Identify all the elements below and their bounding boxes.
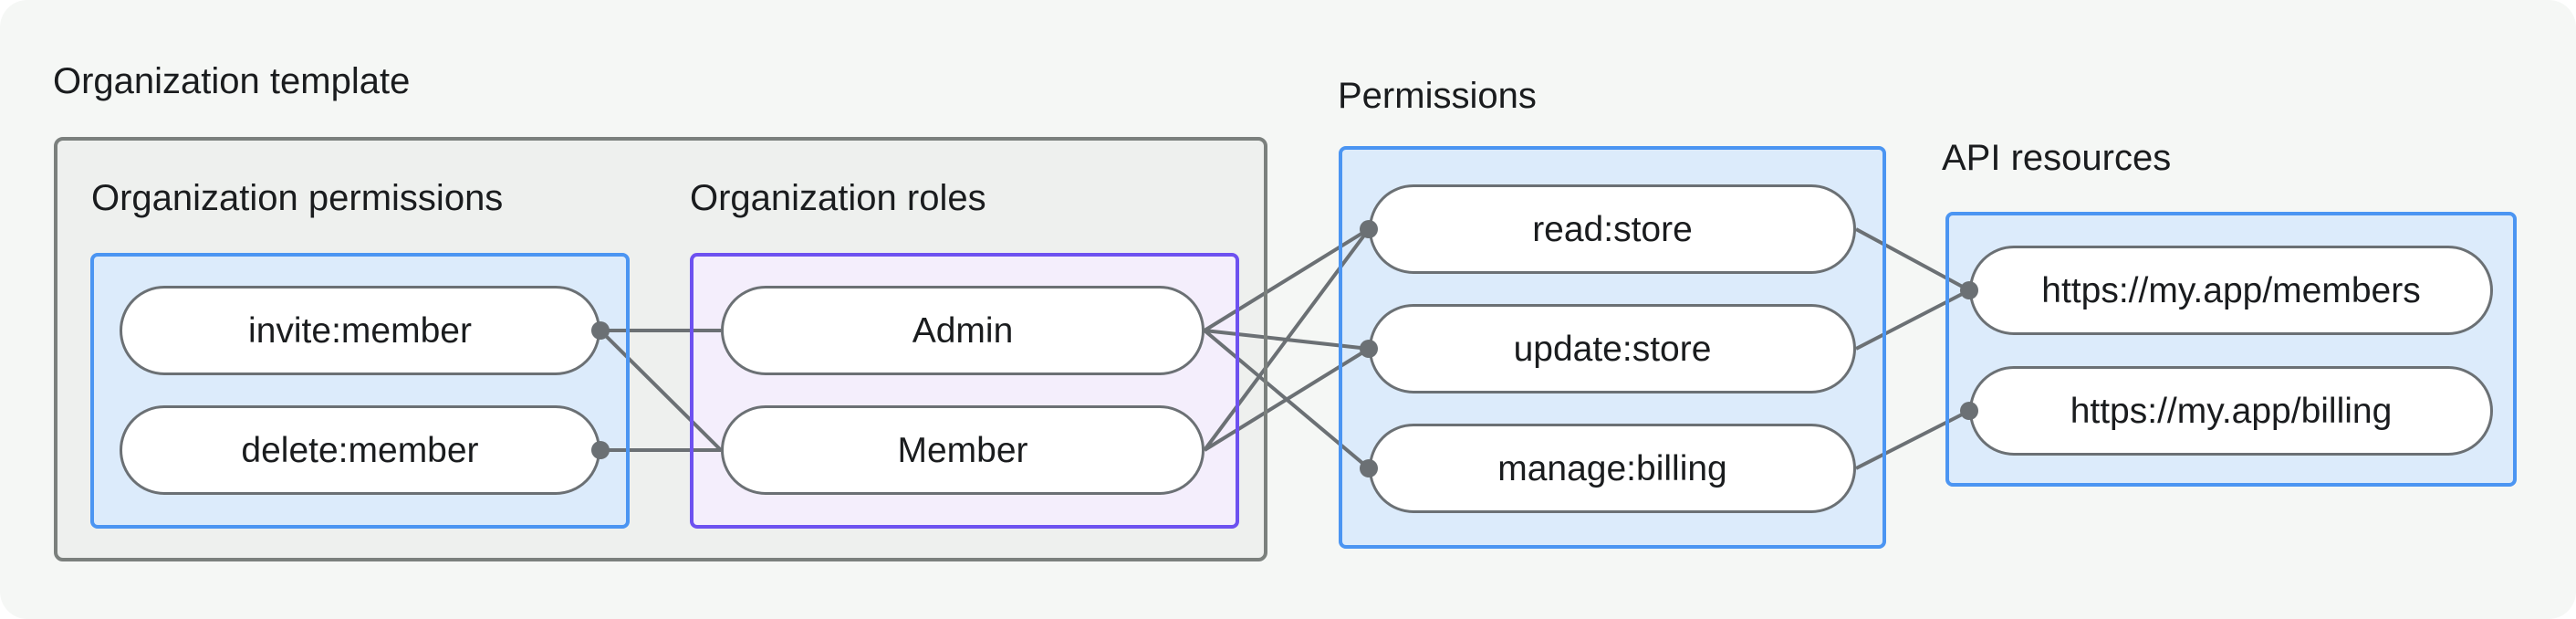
node-admin-label: Admin: [912, 310, 1014, 351]
node-delete-member: delete:member: [120, 405, 600, 495]
node-read-store: read:store: [1369, 184, 1856, 274]
node-invite-member-label: invite:member: [248, 310, 472, 351]
api-resources-label: API resources: [1942, 138, 2172, 178]
organization-roles-label: Organization roles: [690, 178, 986, 218]
node-delete-member-label: delete:member: [241, 430, 479, 470]
node-members-resource: https://my.app/members: [1969, 246, 2493, 335]
permissions-label: Permissions: [1338, 76, 1537, 116]
node-billing-resource: https://my.app/billing: [1969, 366, 2493, 456]
node-update-store: update:store: [1369, 304, 1856, 393]
node-manage-billing: manage:billing: [1369, 424, 1856, 513]
organization-template-label: Organization template: [53, 61, 411, 101]
node-billing-resource-label: https://my.app/billing: [2070, 391, 2393, 431]
node-manage-billing-label: manage:billing: [1497, 448, 1727, 488]
node-admin: Admin: [721, 286, 1205, 375]
node-member-label: Member: [897, 430, 1028, 470]
node-read-store-label: read:store: [1532, 209, 1693, 249]
node-invite-member: invite:member: [120, 286, 600, 375]
organization-permissions-label: Organization permissions: [91, 178, 504, 218]
node-member: Member: [721, 405, 1205, 495]
node-update-store-label: update:store: [1513, 329, 1712, 369]
node-members-resource-label: https://my.app/members: [2041, 270, 2421, 310]
